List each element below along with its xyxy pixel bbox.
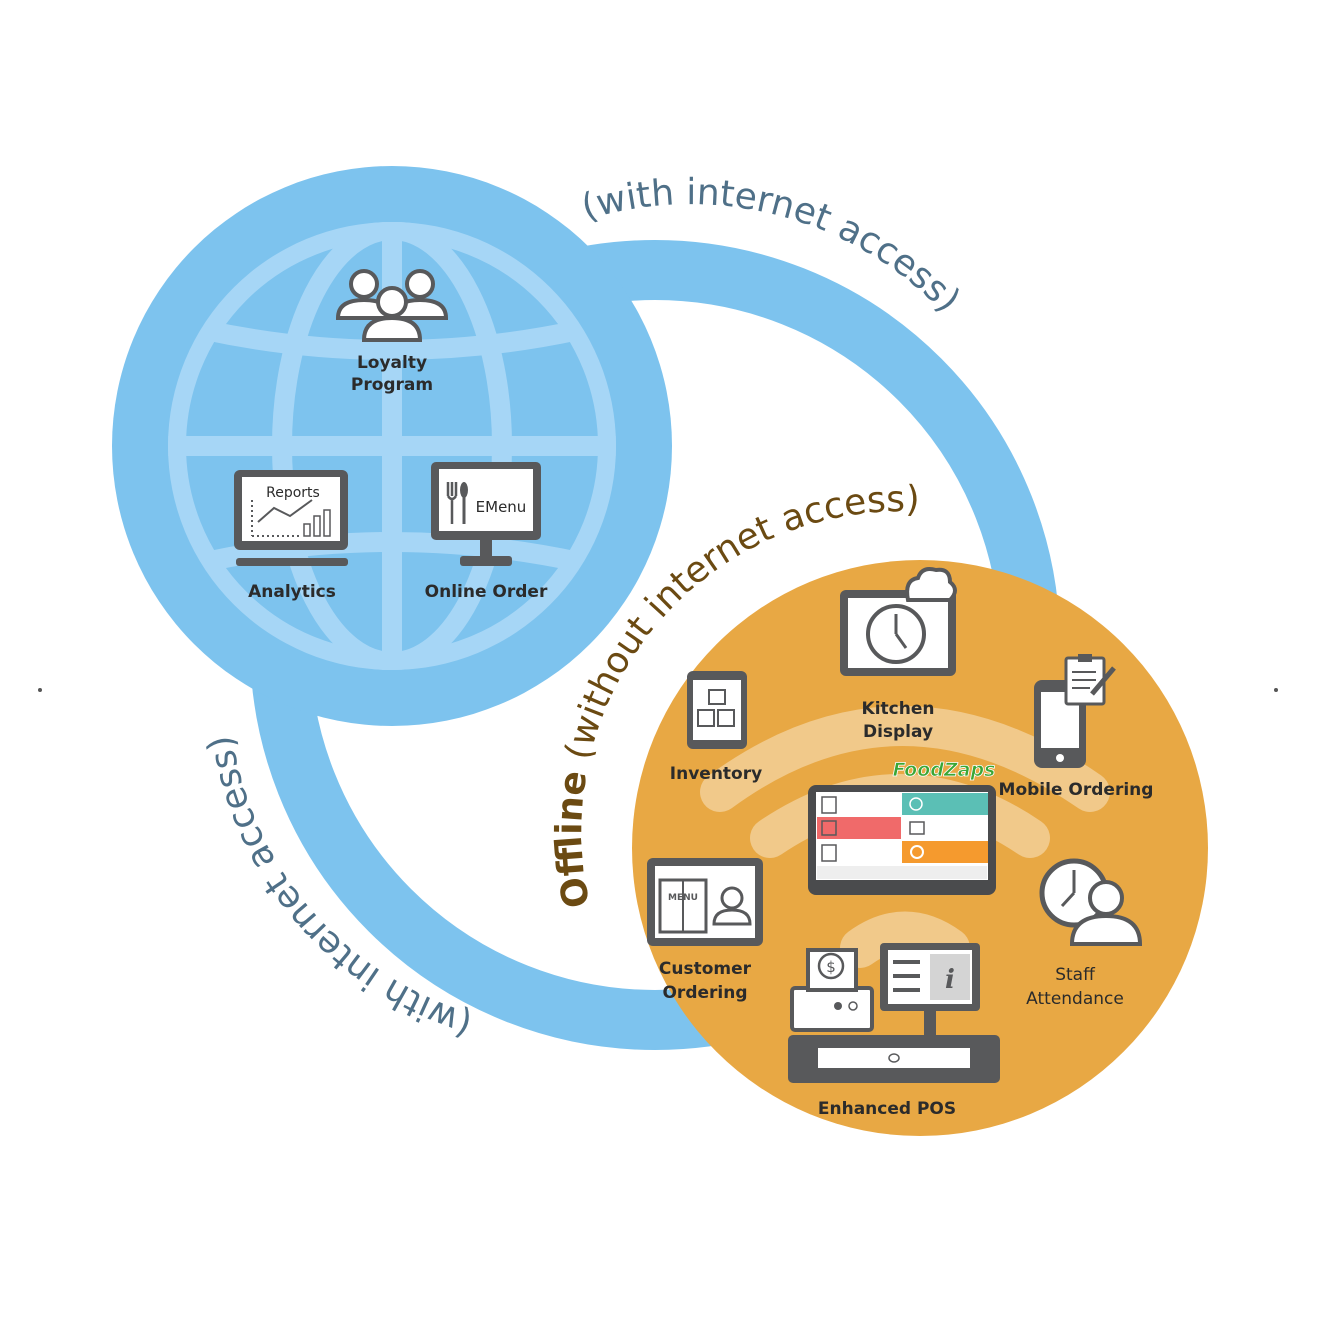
online-order-label: Online Order <box>425 582 548 602</box>
kitchen-label-line1: Kitchen <box>862 699 935 719</box>
pos-terminal-icon: i $ <box>788 943 1000 1083</box>
analytics-label: Analytics <box>248 582 336 602</box>
customer-label-line2: Ordering <box>662 983 747 1003</box>
globe-grid <box>168 222 616 670</box>
edge-dot-right <box>1274 688 1278 692</box>
inventory-tablet-icon <box>687 671 747 749</box>
mobile-ordering-icon <box>1034 654 1116 768</box>
reports-screen-text: Reports <box>266 485 320 501</box>
svg-text:$: $ <box>826 958 836 976</box>
enhanced-pos-label: Enhanced POS <box>818 1099 956 1119</box>
offline-bold: Offline <box>549 768 599 911</box>
kitchen-display-icon <box>840 567 957 676</box>
menu-book-text: MENU <box>668 893 698 903</box>
foodzaps-logo: FoodZaps <box>893 759 996 781</box>
staff-label-line1: Staff <box>1055 965 1096 985</box>
users-group-icon <box>335 269 449 342</box>
emenu-monitor-icon <box>431 462 541 566</box>
loyalty-label-line1: Loyalty <box>357 353 427 373</box>
staff-attendance-icon <box>1039 858 1143 946</box>
pos-tablet-icon <box>808 785 996 895</box>
edge-dot-left <box>38 688 42 692</box>
emenu-screen-text: EMenu <box>476 498 527 516</box>
staff-label-line2: Attendance <box>1026 989 1124 1009</box>
reports-monitor-icon <box>234 470 348 566</box>
customer-label-line1: Customer <box>659 959 752 979</box>
loyalty-label-line2: Program <box>351 375 433 395</box>
kitchen-label-line2: Display <box>863 722 933 742</box>
customer-ordering-icon <box>647 858 763 946</box>
mobile-ordering-label: Mobile Ordering <box>999 780 1154 800</box>
inventory-label: Inventory <box>670 764 762 784</box>
svg-text:i: i <box>945 965 955 995</box>
